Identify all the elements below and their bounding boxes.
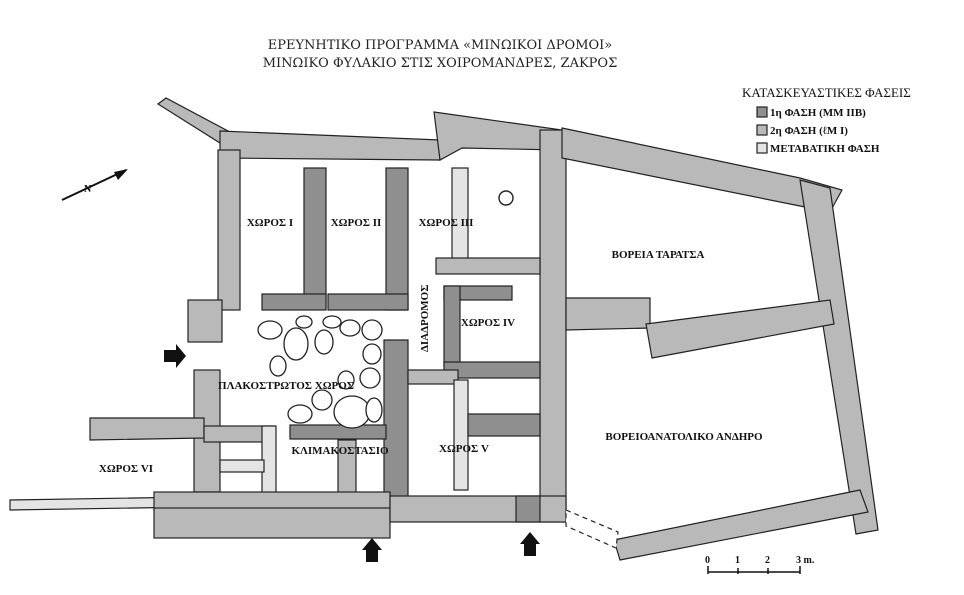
north-arrow-icon: N bbox=[61, 169, 128, 201]
wall-room5-west bbox=[453, 379, 469, 491]
legend-label-phase1: 1η ΦΑΣΗ (ΜΜ ΙΙΒ) bbox=[770, 107, 866, 119]
label-ne-court: ΒΟΡΕΙΟΑΝΑΤΟΛΙΚΟ ΑΝΔΗΡΟ bbox=[605, 431, 763, 443]
walls bbox=[9, 97, 879, 561]
legend-label-phase2: 2η ΦΑΣΗ (ℓΜ Ι) bbox=[770, 125, 848, 137]
wall-south-west bbox=[153, 491, 391, 511]
wall-room1-room2 bbox=[303, 167, 327, 309]
paving-stones bbox=[257, 315, 383, 429]
label-room-3: ΧΩΡΟΣ ΙΙΙ bbox=[419, 217, 474, 229]
label-room-1: ΧΩΡΟΣ Ι bbox=[247, 217, 293, 229]
label-room-5: ΧΩΡΟΣ V bbox=[439, 443, 489, 455]
wall-corridor-cross bbox=[407, 369, 459, 385]
wall-stairs-north bbox=[289, 424, 387, 440]
entrance-arrow-south-2-icon bbox=[520, 532, 540, 556]
wall-room6-north bbox=[89, 417, 205, 441]
scale-tick-2: 2 bbox=[765, 555, 770, 566]
wall-west-mid bbox=[187, 299, 223, 343]
entrance-arrow-south-1-icon bbox=[362, 538, 382, 562]
wall-ne-north bbox=[561, 127, 843, 213]
wall-north-1 bbox=[219, 130, 441, 161]
wall-south-west-2 bbox=[153, 507, 391, 539]
circular-feature bbox=[498, 190, 514, 206]
label-staircase: ΚΛΙΜΑΚΟΣΤΑΣΙΟ bbox=[291, 445, 389, 457]
wall-north-2 bbox=[433, 111, 563, 161]
wall-room2-south bbox=[327, 293, 409, 311]
label-paved-area: ΠΛΑΚΟΣΤΡΩΤΟΣ ΧΩΡΟΣ bbox=[218, 380, 354, 392]
wall-room5-north bbox=[467, 413, 541, 437]
legend-swatch-phase2 bbox=[756, 124, 768, 136]
wall-room1-south bbox=[261, 293, 327, 311]
wall-room6-inner bbox=[219, 459, 265, 473]
wall-terrace-spur bbox=[565, 297, 651, 331]
label-room-2: ΧΩΡΟΣ ΙΙ bbox=[331, 217, 382, 229]
entrance-arrow-west-icon bbox=[164, 344, 186, 368]
scale-tick-0: 0 bbox=[705, 555, 710, 566]
label-corridor: ΔΙΑΔΡΟΜΟΣ bbox=[419, 285, 431, 352]
scale-tick-3: 3 m. bbox=[796, 555, 815, 566]
wall-room3-east bbox=[451, 167, 469, 261]
wall-south-pier bbox=[515, 495, 541, 523]
wall-stairs-east bbox=[383, 339, 409, 501]
legend-swatch-phase1 bbox=[756, 106, 768, 118]
legend-label-transitional: ΜΕΤΑΒΑΤΙΚΗ ΦΑΣΗ bbox=[770, 143, 880, 155]
wall-restored-dashed bbox=[565, 509, 619, 549]
title-line-2: ΜΙΝΩΙΚΟ ΦΥΛΑΚΙΟ ΣΤΙΣ ΧΟΙΡΟΜΑΝΔΡΕΣ, ΖΑΚΡΟ… bbox=[263, 56, 618, 71]
label-north-terrace: ΒΟΡΕΙΑ ΤΑΡΑΤΣΑ bbox=[612, 249, 705, 261]
wall-central-ns bbox=[539, 129, 567, 523]
wall-terrace-south bbox=[645, 299, 835, 359]
scale-bar: 0 1 2 3 m. bbox=[705, 555, 815, 574]
label-room-6: ΧΩΡΟΣ VI bbox=[99, 463, 153, 475]
legend: ΚΑΤΑΣΚΕΥΑΣΤΙΚΕΣ ΦΑΣΕΙΣ 1η ΦΑΣΗ (ΜΜ ΙΙΒ) … bbox=[742, 85, 911, 155]
wall-room2-room3 bbox=[385, 167, 409, 311]
wall-room4-north bbox=[435, 257, 541, 275]
legend-swatch-transitional bbox=[756, 142, 768, 154]
wall-room4-west bbox=[443, 285, 461, 367]
wall-nw-stub bbox=[156, 97, 229, 144]
legend-heading: ΚΑΤΑΣΚΕΥΑΣΤΙΚΕΣ ΦΑΣΕΙΣ bbox=[742, 85, 911, 100]
north-arrow-label: N bbox=[84, 184, 92, 195]
wall-ne-east bbox=[799, 179, 879, 535]
wall-ne-south bbox=[613, 489, 869, 561]
wall-west-upper bbox=[217, 149, 241, 311]
label-room-4: ΧΩΡΟΣ ΙV bbox=[461, 317, 515, 329]
title-line-1: ΕΡΕΥΝΗΤΙΚΟ ΠΡΟΓΡΑΜΜΑ «ΜΙΝΩΙΚΟΙ ΔΡΟΜΟΙ» bbox=[268, 38, 613, 53]
scale-tick-1: 1 bbox=[735, 555, 740, 566]
